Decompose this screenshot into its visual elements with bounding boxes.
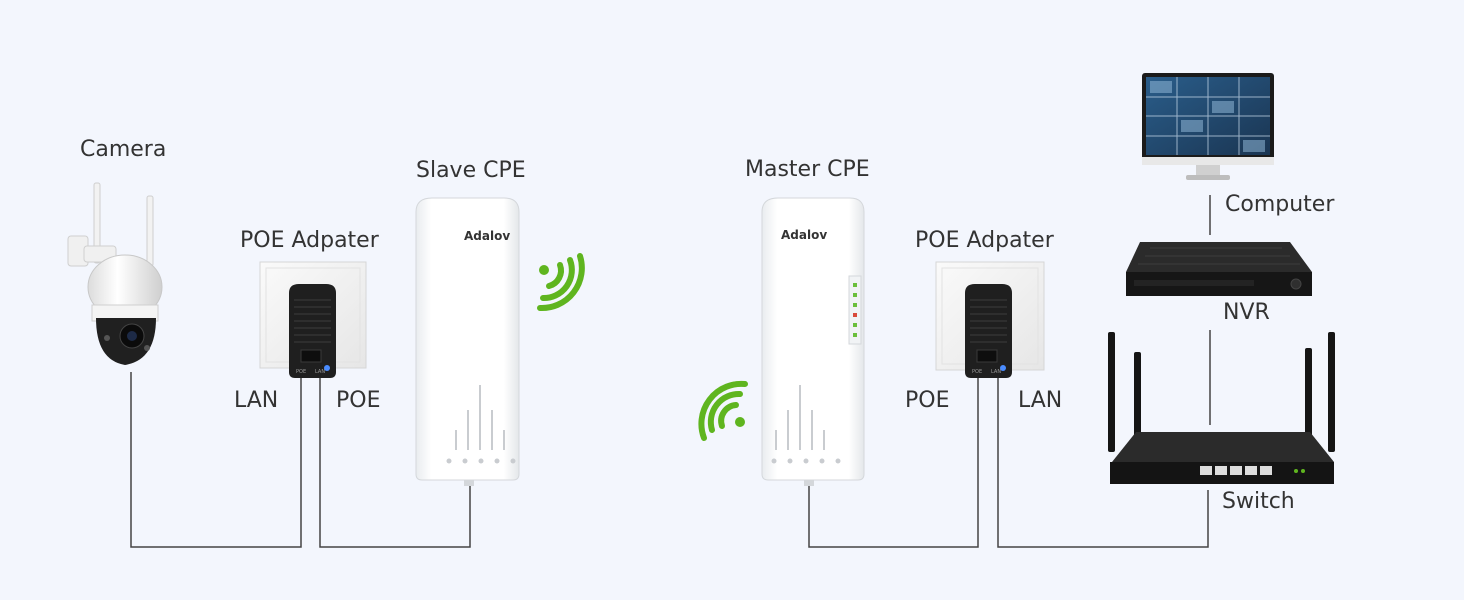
- camera-label: Camera: [80, 137, 167, 162]
- slave-cpe-label: Slave CPE: [416, 158, 526, 183]
- poe-adapter-right-label: POE Adpater: [915, 228, 1054, 253]
- adapter-left-port-poe-text: POE: [296, 369, 306, 375]
- poe-adapter-left-label: POE Adpater: [240, 228, 379, 253]
- master-cpe-icon: Adalov: [761, 197, 865, 486]
- wire-camera-to-adapter: [130, 372, 302, 548]
- wire-adapter-to-slave-cpe: [319, 377, 471, 548]
- nvr-label: NVR: [1223, 300, 1270, 325]
- connection-wires: [130, 195, 1211, 548]
- adapter-left-port-lan-text: LAN: [315, 369, 325, 375]
- nvr-icon: [1126, 242, 1312, 296]
- wifi-signal-icon-master: [698, 380, 748, 441]
- adapter-right-port-poe-text: POE: [972, 369, 982, 375]
- slave-cpe-brand-text: Adalov: [464, 229, 510, 243]
- computer-label: Computer: [1225, 192, 1335, 217]
- slave-cpe-icon: Adalov: [415, 197, 520, 486]
- poe-adapter-right-icon: POE LAN: [935, 261, 1045, 378]
- master-cpe-brand-text: Adalov: [781, 228, 827, 242]
- adapter-right-port-lan-text: LAN: [991, 369, 1001, 375]
- wire-adapter-to-switch: [997, 377, 1209, 548]
- lan-right-label: LAN: [1018, 388, 1063, 413]
- lan-left-label: LAN: [234, 388, 279, 413]
- camera-icon: [67, 182, 163, 365]
- switch-router-icon: [1108, 332, 1335, 484]
- monitor-icon: [1142, 73, 1274, 180]
- master-cpe-label: Master CPE: [745, 157, 870, 182]
- wifi-signal-icon-slave: [537, 253, 585, 312]
- wire-master-cpe-to-adapter: [808, 377, 979, 548]
- poe-right-label: POE: [905, 388, 950, 413]
- poe-left-label: POE: [336, 388, 381, 413]
- poe-adapter-left-icon: POE LAN: [259, 261, 367, 378]
- switch-label: Switch: [1222, 489, 1295, 514]
